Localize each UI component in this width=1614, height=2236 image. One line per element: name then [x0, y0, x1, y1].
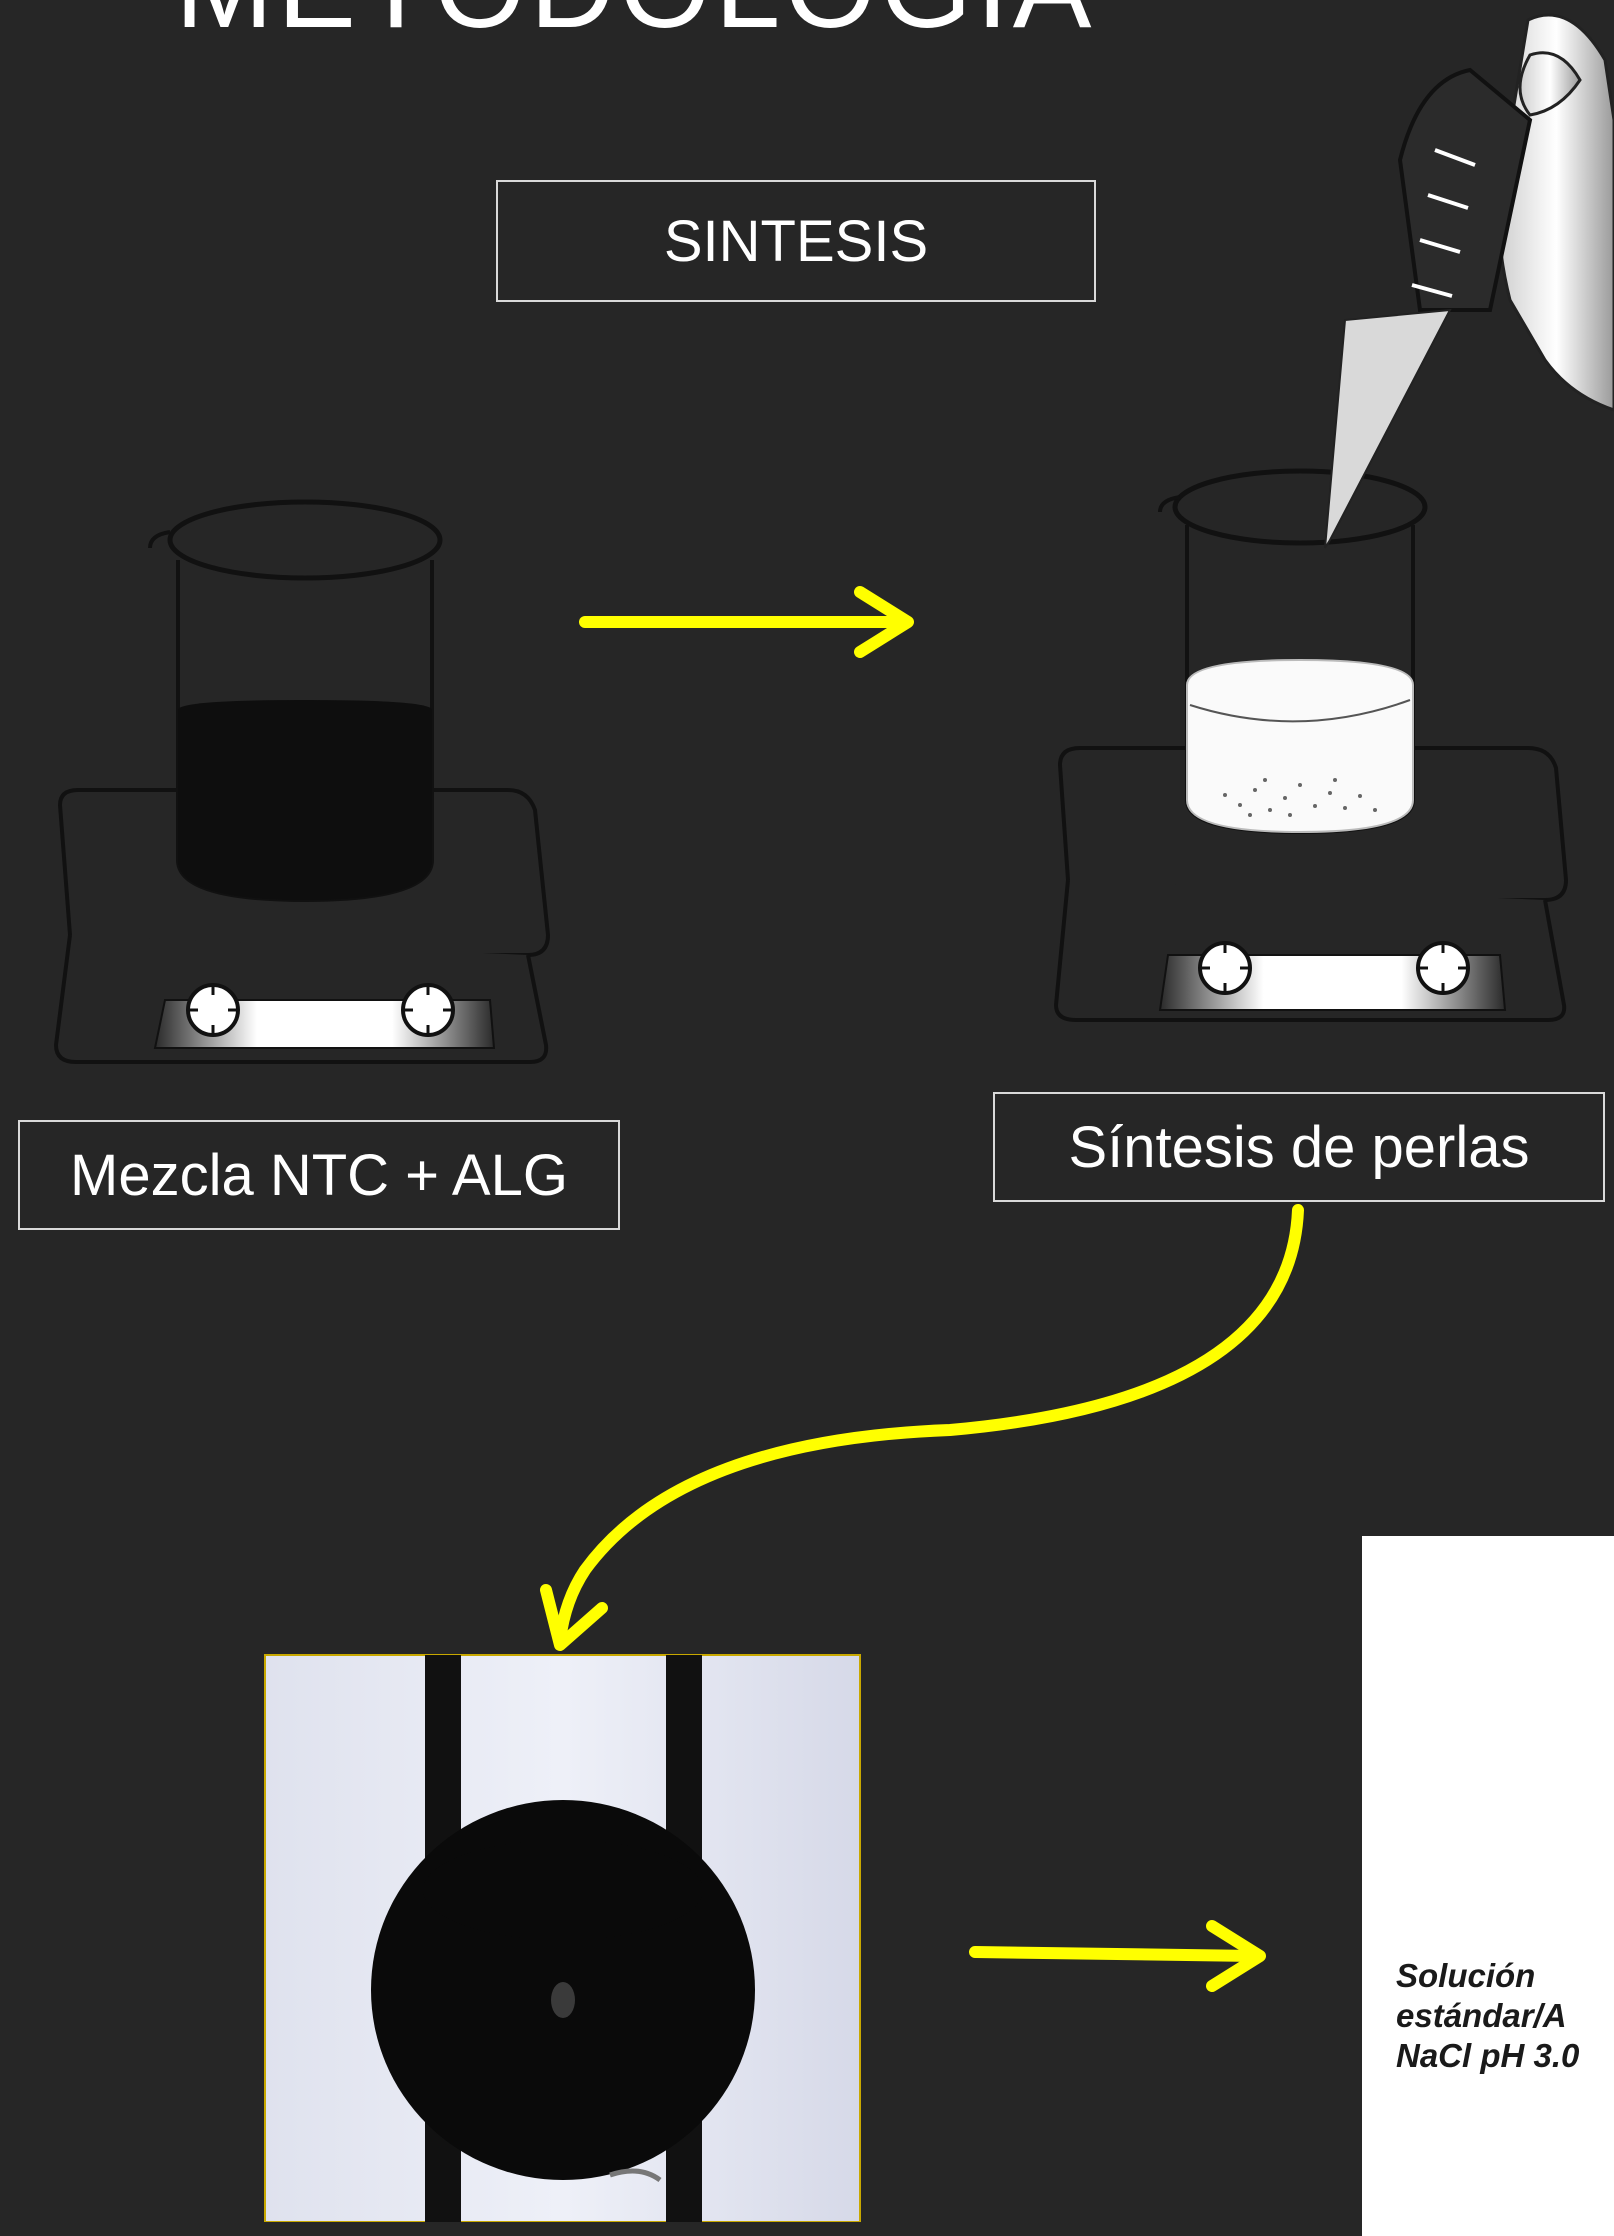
arrow-right-icon: [579, 586, 914, 658]
card-line-2: estándar/A: [1396, 1997, 1567, 2034]
left-beaker-icon: [148, 499, 443, 903]
right-beaker-icon: [1158, 468, 1428, 835]
card-line-3: NaCl pH 3.0: [1396, 2037, 1580, 2074]
bead-photo: [264, 1654, 861, 2222]
arrow-right-bottom-icon: [969, 1920, 1266, 1992]
solution-card: Solución estándar/A NaCl pH 3.0: [1362, 1536, 1614, 2236]
solution-card-text: Solución estándar/A NaCl pH 3.0: [1396, 1956, 1614, 2076]
card-line-1: Solución: [1396, 1957, 1536, 1994]
section-label-box: SINTESIS: [496, 180, 1096, 302]
pipette-hand-icon: [1324, 13, 1614, 549]
step-label-perlas: Síntesis de perlas: [993, 1092, 1605, 1202]
curved-arrow-icon: [540, 1204, 1304, 1651]
page-title: METODOLOGIA: [175, 0, 1275, 46]
step-label-mezcla-text: Mezcla NTC + ALG: [70, 1142, 568, 1208]
step-label-perlas-text: Síntesis de perlas: [1068, 1114, 1530, 1180]
step-label-mezcla: Mezcla NTC + ALG: [18, 1120, 620, 1230]
section-label: SINTESIS: [663, 208, 929, 274]
